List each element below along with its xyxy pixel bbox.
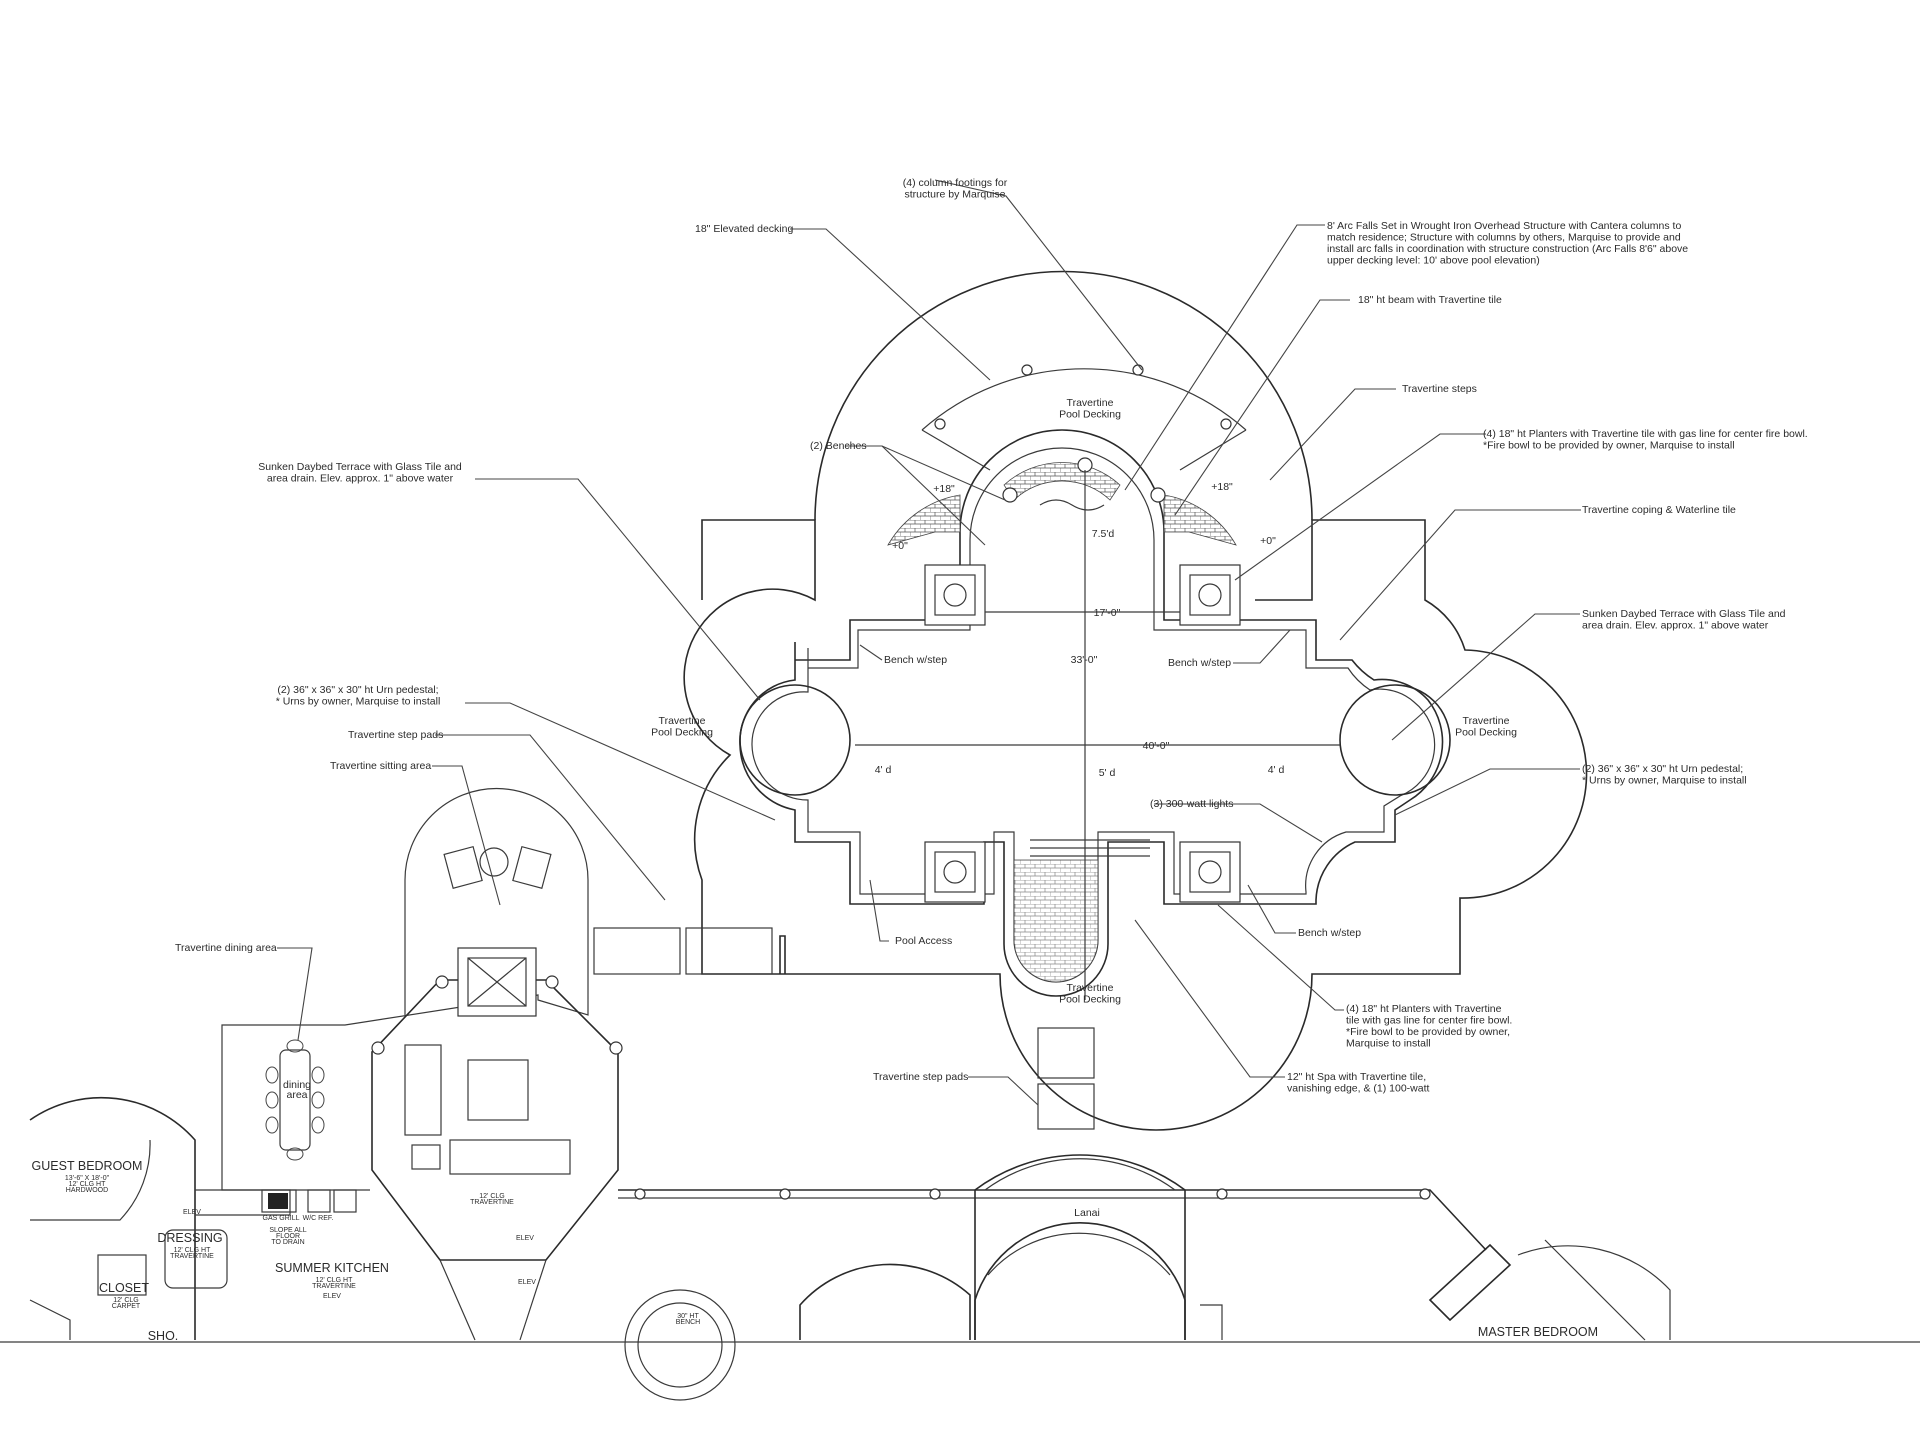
dimension-33ft: 33'-0": [1071, 654, 1098, 666]
label-elev-3: ELEV: [518, 1279, 536, 1286]
pool: [739, 429, 1451, 997]
callout-step-pads-bottom: Travertine step pads: [873, 1071, 968, 1083]
room-guest-bedroom: GUEST BEDROOM: [32, 1159, 143, 1173]
label-elev-4: ELEV: [323, 1293, 341, 1300]
elevation-plus0-left: +0": [892, 540, 908, 552]
elevation-plus0-right: +0": [1260, 535, 1276, 547]
room-closet: CLOSET: [99, 1281, 149, 1295]
callout-sitting-area: Travertine sitting area: [330, 760, 431, 772]
step-pads: [593, 927, 1095, 1130]
dimension-depth-7-5: 7.5'd: [1092, 528, 1115, 540]
room-shower: SHO.: [148, 1329, 179, 1343]
callout-bench-step-bottom: Bench w/step: [1298, 927, 1361, 939]
callout-lights: (3) 300-watt lights: [1150, 798, 1233, 810]
label-lanai: Lanai: [1074, 1207, 1100, 1219]
callout-bench-step-right: Bench w/step: [1168, 657, 1231, 669]
callout-urn-right: (2) 36" x 36" x 30" ht Urn pedestal;* Ur…: [1582, 763, 1747, 787]
elevation-plus18-right: +18": [1211, 481, 1233, 493]
dimension-depth-4-left: 4' d: [875, 764, 892, 776]
label-gas-grill: GAS GRILL: [263, 1215, 300, 1222]
leader-lines: [277, 179, 1581, 1106]
callout-urn-left: (2) 36" x 36" x 30" ht Urn pedestal;* Ur…: [276, 684, 441, 708]
callout-dining-area: Travertine dining area: [175, 942, 277, 954]
dimension-depth-5: 5' d: [1099, 767, 1116, 779]
room-master-bedroom: MASTER BEDROOM: [1478, 1325, 1598, 1339]
pool-decking-outline: [683, 270, 1588, 1131]
label-elev-1: ELEV: [183, 1209, 201, 1216]
dimension-17ft: 17'-0": [1094, 607, 1121, 619]
callout-elevated-decking: 18" Elevated decking: [695, 223, 793, 235]
room-dressing: DRESSING: [157, 1231, 222, 1245]
callout-travertine-steps: Travertine steps: [1402, 383, 1477, 395]
dimension-lines: [855, 470, 1340, 1000]
label-elev-2: ELEV: [516, 1235, 534, 1242]
callout-daybed-left: Sunken Daybed Terrace with Glass Tile an…: [258, 461, 462, 485]
label-wc-ref: W/C REF.: [303, 1215, 334, 1222]
callout-step-pads-left: Travertine step pads: [348, 729, 443, 741]
dimension-depth-4-right: 4' d: [1268, 764, 1285, 776]
callout-spa: 12" ht Spa with Travertine tile,vanishin…: [1287, 1071, 1429, 1095]
callout-pool-access: Pool Access: [895, 935, 952, 947]
callout-beam: 18" ht beam with Travertine tile: [1358, 294, 1502, 306]
callout-benches: (2) Benches: [810, 440, 867, 452]
room-summer-kitchen: SUMMER KITCHEN: [275, 1261, 389, 1275]
callout-daybed-right: Sunken Daybed Terrace with Glass Tile an…: [1582, 608, 1786, 632]
house-terrace: [29, 787, 1671, 1401]
callout-arc-falls: 8' Arc Falls Set in Wrought Iron Overhea…: [1327, 220, 1688, 267]
callout-planters-top: (4) 18" ht Planters with Travertine tile…: [1483, 428, 1808, 452]
callout-coping: Travertine coping & Waterline tile: [1582, 504, 1736, 516]
callout-bench-step-left: Bench w/step: [884, 654, 947, 666]
dimension-40ft: 40'-0": [1143, 740, 1170, 752]
elevation-plus18-left: +18": [933, 483, 955, 495]
